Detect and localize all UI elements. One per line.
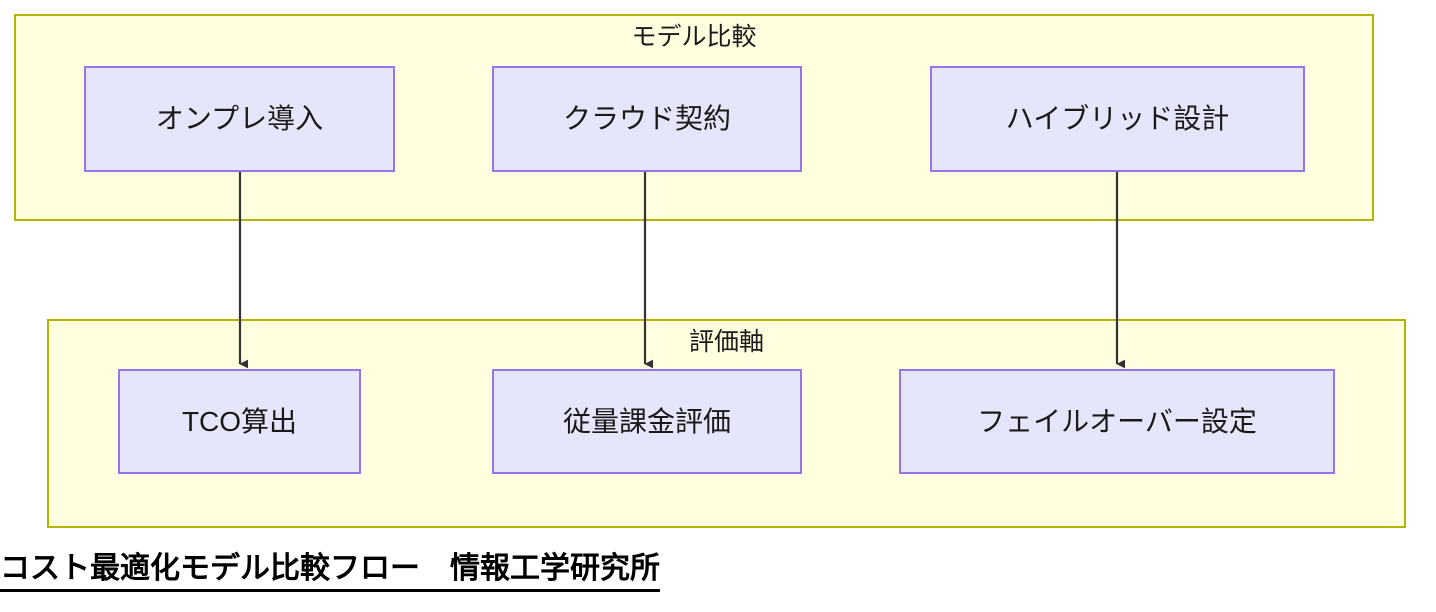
group-label-model-comparison: モデル比較 xyxy=(631,23,757,51)
node-metered-billing-evaluation[interactable]: 従量課金評価 xyxy=(492,369,802,474)
node-tco-calculation[interactable]: TCO算出 xyxy=(118,369,361,474)
node-label: クラウド契約 xyxy=(562,103,731,135)
node-label: 従量課金評価 xyxy=(562,405,731,437)
diagram-caption: コスト最適化モデル比較フロー 情報工学研究所 xyxy=(0,552,660,592)
group-label-evaluation-axis: 評価軸 xyxy=(688,328,764,356)
node-label: オンプレ導入 xyxy=(155,103,324,135)
node-onpre-introduction[interactable]: オンプレ導入 xyxy=(84,66,395,172)
node-label: TCO算出 xyxy=(181,405,298,437)
node-failover-configuration[interactable]: フェイルオーバー設定 xyxy=(899,369,1335,474)
node-label: フェイルオーバー設定 xyxy=(977,405,1257,437)
node-hybrid-design[interactable]: ハイブリッド設計 xyxy=(930,66,1305,172)
node-label: ハイブリッド設計 xyxy=(1005,103,1230,135)
node-cloud-contract[interactable]: クラウド契約 xyxy=(492,66,802,172)
